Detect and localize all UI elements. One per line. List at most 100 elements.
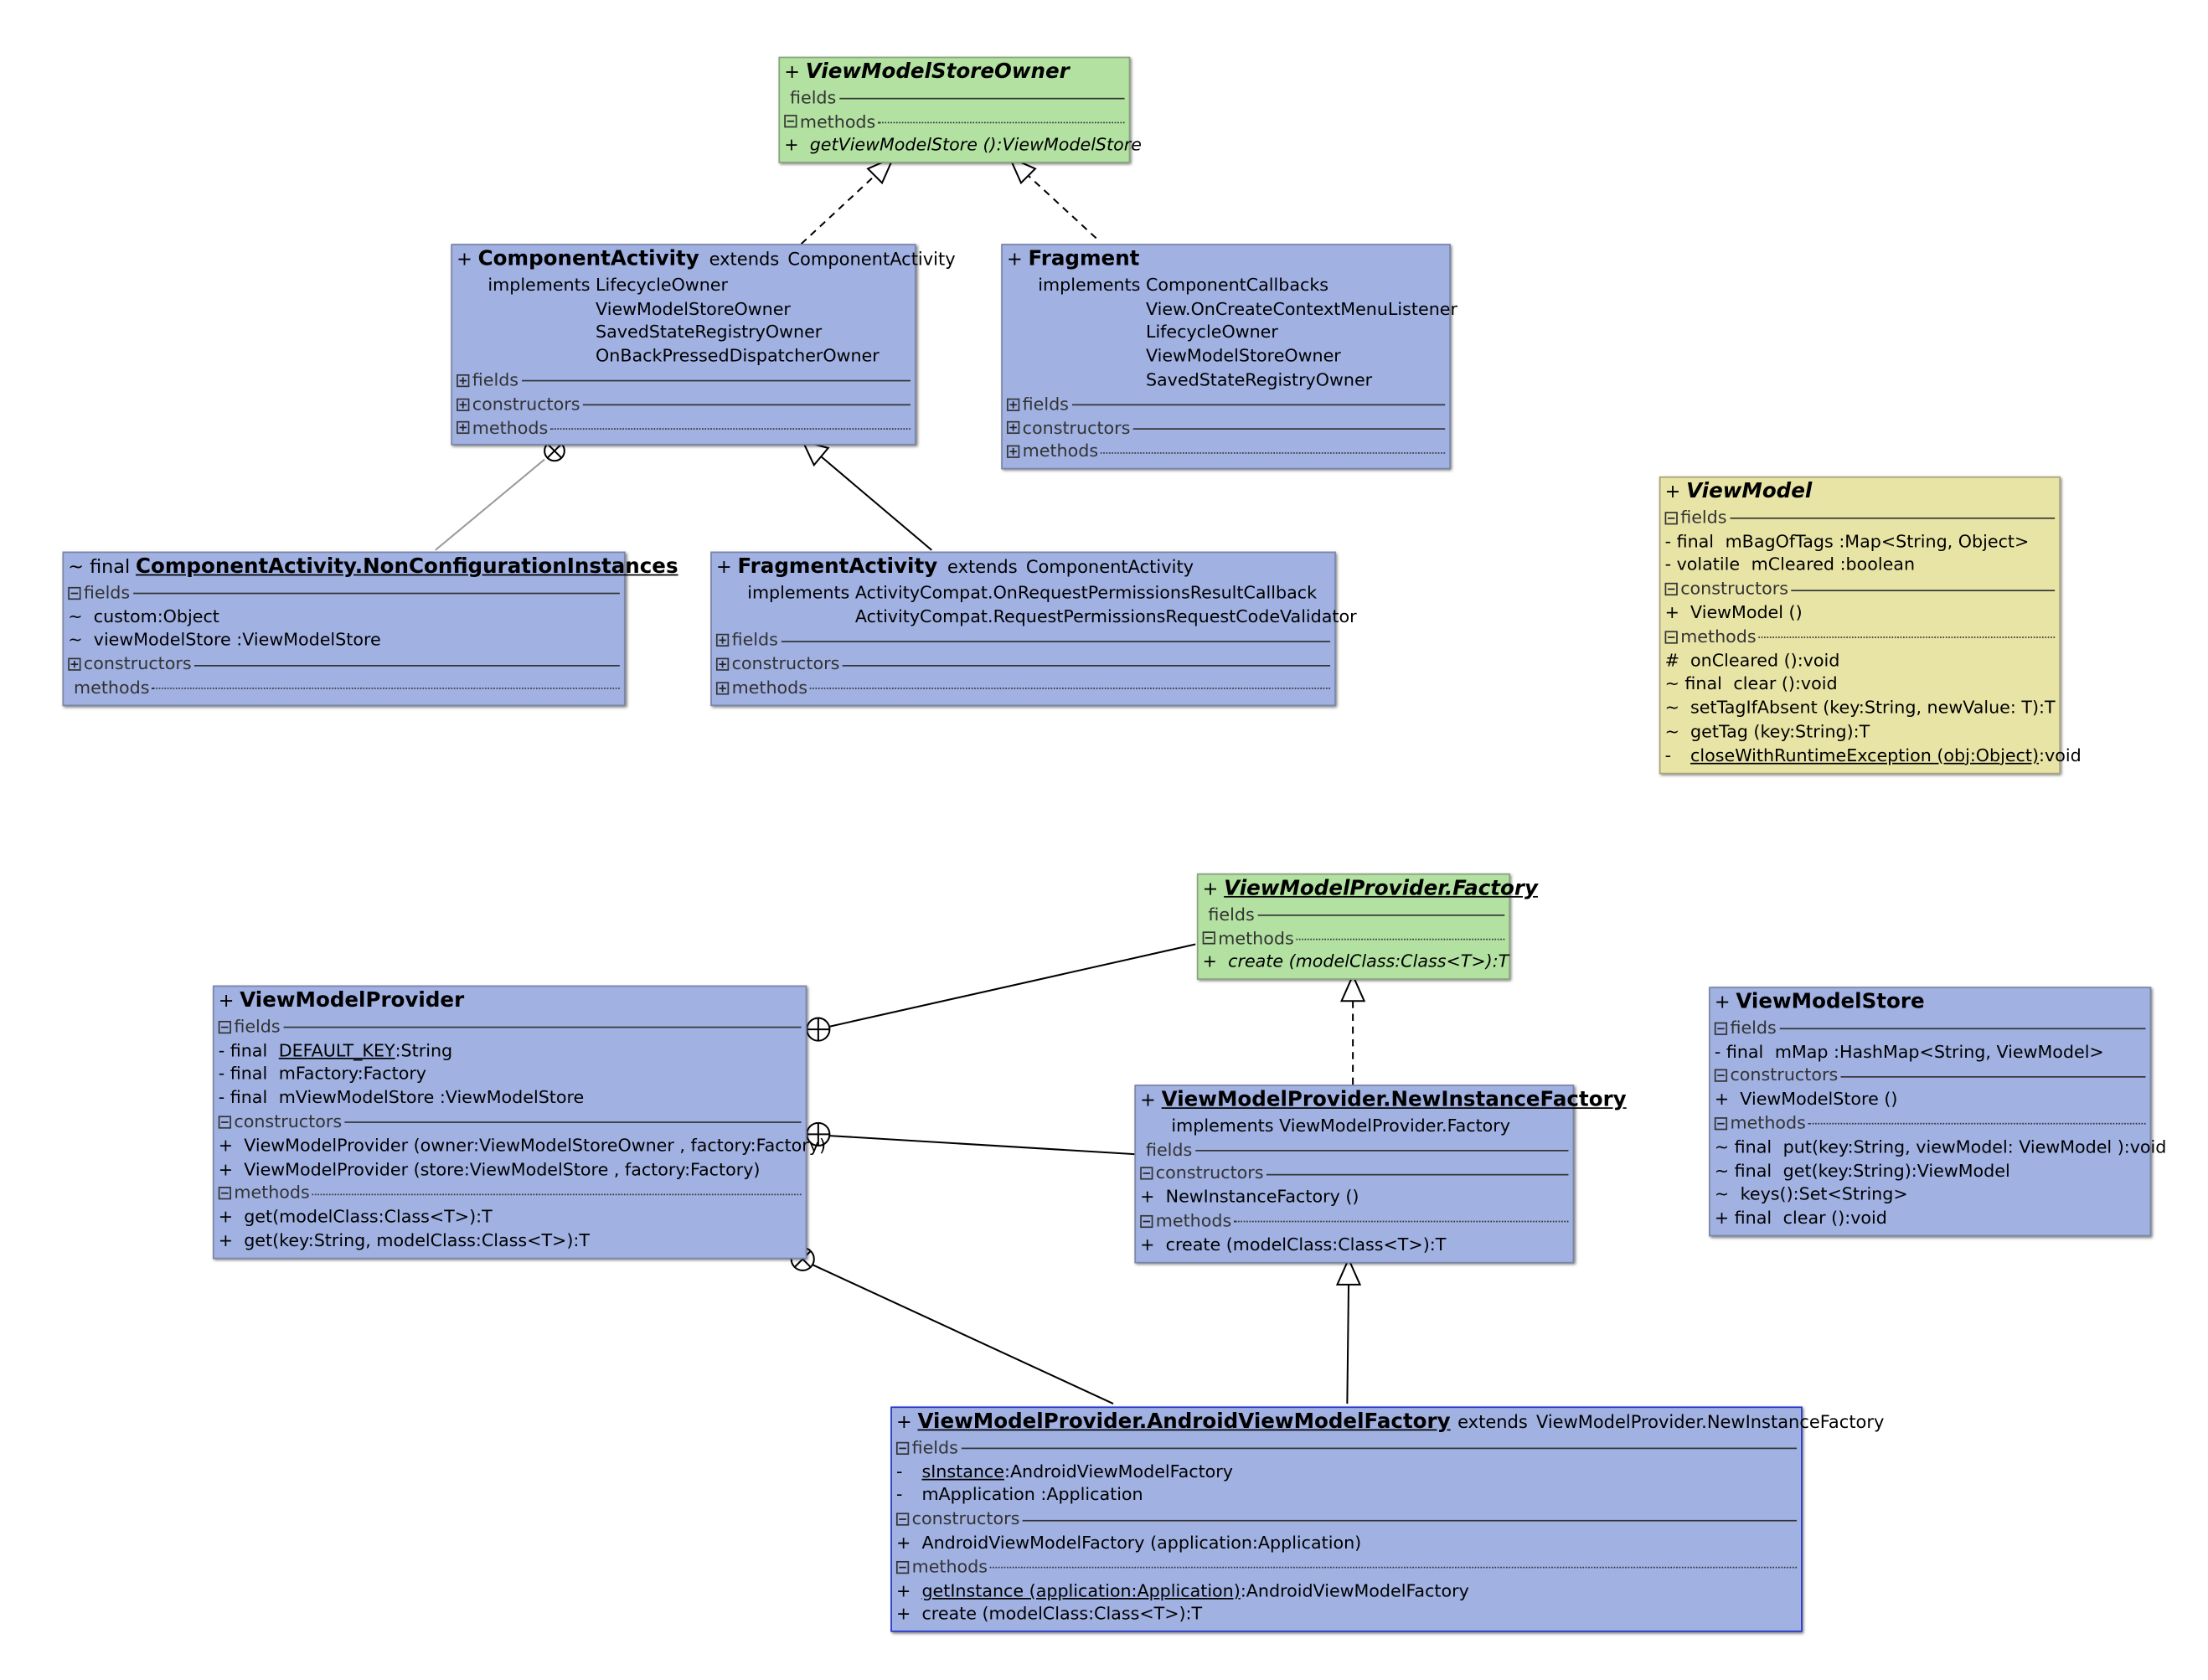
collapse-toggle-icon[interactable] [895,1441,910,1455]
method-row[interactable]: +get(key:String, modelClass:Class<T>):T [218,1230,590,1251]
constructors-section[interactable]: constructors [1714,1064,2146,1087]
constructors-section[interactable]: constructors [1140,1162,1569,1185]
expand-toggle-icon[interactable] [68,657,81,671]
class-name[interactable]: ViewModel [1686,480,1813,504]
expand-toggle-icon[interactable] [457,421,470,435]
fields-section[interactable]: fields [1007,393,1446,416]
expand-toggle-icon[interactable] [1007,398,1020,411]
expand-toggle-icon[interactable] [715,657,730,671]
constructors-section[interactable]: constructors [895,1507,1798,1531]
class-androidviewmodelfactory[interactable]: + ViewModelProvider.AndroidViewModelFact… [890,1406,1884,1632]
constructor-row[interactable]: +AndroidViewModelFactory (application:Ap… [895,1533,1362,1553]
class-componentactivity[interactable]: + ComponentActivity extends ComponentAct… [451,244,956,446]
collapse-toggle-icon[interactable] [895,1560,910,1574]
collapse-toggle-icon[interactable] [218,1020,231,1033]
method-row[interactable]: ~setTagIfAbsent (key:String, newValue: T… [1664,698,2056,718]
constructors-section[interactable]: constructors [457,393,911,416]
method-row[interactable]: #onCleared ():void [1664,650,1840,671]
class-name[interactable]: ViewModelProvider.NewInstanceFactory [1161,1089,1627,1112]
fields-section[interactable]: fields [68,581,620,605]
methods-section[interactable]: methods [68,677,620,700]
fields-section[interactable]: fields [1140,1138,1569,1162]
constructor-row[interactable]: +ViewModelProvider (store:ViewModelStore… [218,1159,761,1179]
collapse-toggle-icon[interactable] [1714,1069,1728,1083]
fields-section[interactable]: fields [218,1015,802,1038]
method-row[interactable]: +getViewModelStore ():ViewModelStore [784,135,1142,156]
collapse-toggle-icon[interactable] [895,1513,910,1526]
fields-section[interactable]: fields [895,1436,1798,1460]
class-viewmodelprovider-factory[interactable]: + ViewModelProvider.Factory fields metho… [1196,873,1538,981]
fields-section[interactable]: fields [457,368,911,392]
class-name[interactable]: ViewModelStoreOwner [805,60,1070,84]
collapse-toggle-icon[interactable] [218,1187,231,1200]
constructor-row[interactable]: +ViewModel () [1664,602,1803,623]
class-name[interactable]: FragmentActivity [737,555,938,579]
class-nonconfigurationinstances[interactable]: ~ final ComponentActivity.NonConfigurati… [62,551,678,706]
expand-toggle-icon[interactable] [1007,446,1020,459]
class-name[interactable]: ComponentActivity.NonConfigurationInstan… [135,555,678,579]
methods-section[interactable]: methods [218,1182,802,1205]
methods-section[interactable]: methods [1664,625,2056,648]
collapse-toggle-icon[interactable] [1664,511,1678,524]
constructor-row[interactable]: +NewInstanceFactory () [1140,1187,1359,1208]
fields-section[interactable]: fields [784,86,1125,110]
class-newinstancefactory[interactable]: + ViewModelProvider.NewInstanceFactory i… [1134,1085,1627,1263]
collapse-toggle-icon[interactable] [1664,582,1678,596]
field-row[interactable]: -mApplication :Application [895,1485,1143,1505]
method-row[interactable]: +create (modelClass:Class<T>):T [1140,1234,1447,1255]
methods-section[interactable]: methods [784,110,1125,133]
expand-toggle-icon[interactable] [457,398,470,411]
method-row[interactable]: +get(modelClass:Class<T>):T [218,1207,493,1227]
constructors-section[interactable]: constructors [68,652,620,676]
method-row[interactable]: -closeWithRuntimeException (obj:Object):… [1664,745,2082,765]
collapse-toggle-icon[interactable] [68,586,81,600]
field-row[interactable]: ~custom:Object [68,606,219,626]
expand-toggle-icon[interactable] [1007,421,1020,435]
constructors-section[interactable]: constructors [1007,416,1446,440]
methods-section[interactable]: methods [715,677,1331,700]
class-fragment[interactable]: + Fragment implements ComponentCallbacks… [1001,244,1457,470]
expand-toggle-icon[interactable] [715,682,730,695]
method-row[interactable]: +create (modelClass:Class<T>):T [895,1604,1203,1625]
class-name[interactable]: Fragment [1028,248,1140,271]
class-viewmodelstoreowner[interactable]: + ViewModelStoreOwner fields methods +ge… [778,56,1142,164]
class-name[interactable]: ViewModelProvider.Factory [1224,877,1538,901]
constructors-section[interactable]: constructors [1664,577,2056,600]
collapse-toggle-icon[interactable] [1664,630,1678,644]
fields-section[interactable]: fields [1664,506,2056,529]
constructors-section[interactable]: constructors [715,652,1331,676]
field-row[interactable]: -sInstance:AndroidViewModelFactory [895,1461,1234,1482]
class-name[interactable]: ComponentActivity [477,248,699,271]
field-row[interactable]: ~viewModelStore :ViewModelStore [68,630,381,651]
fields-section[interactable]: fields [715,629,1331,652]
fields-section[interactable]: fields [1203,903,1505,926]
constructors-section[interactable]: constructors [218,1111,802,1134]
expand-toggle-icon[interactable] [457,374,470,387]
collapse-toggle-icon[interactable] [784,115,797,129]
method-row[interactable]: +getInstance (application:Application):A… [895,1580,1469,1600]
collapse-toggle-icon[interactable] [1714,1116,1728,1131]
class-name[interactable]: ViewModelProvider.AndroidViewModelFactor… [917,1410,1451,1434]
expand-toggle-icon[interactable] [715,634,730,647]
method-row[interactable]: ~getTag (key:String):T [1664,721,1870,742]
method-row[interactable]: +create (modelClass:Class<T>):T [1202,951,1509,972]
methods-section[interactable]: methods [457,416,911,440]
collapse-toggle-icon[interactable] [1140,1214,1153,1228]
methods-section[interactable]: methods [1202,927,1505,951]
methods-section[interactable]: methods [1140,1209,1569,1233]
collapse-toggle-icon[interactable] [1202,932,1215,946]
fields-section[interactable]: fields [1714,1017,2146,1040]
methods-section[interactable]: methods [1007,440,1446,463]
constructor-row[interactable]: +ViewModelStore () [1714,1089,1898,1110]
